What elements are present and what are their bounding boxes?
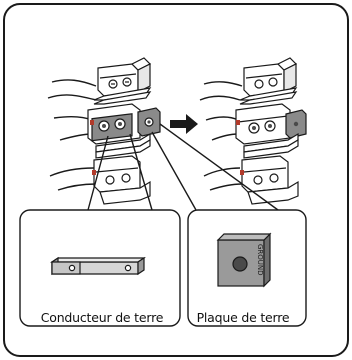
ground-conductor-part <box>50 256 146 276</box>
terminal-block-before <box>47 57 161 205</box>
terminal-block-after <box>199 57 307 205</box>
arrow-right-icon <box>170 114 198 134</box>
conductor-label: Conducteur de terre <box>40 310 164 325</box>
plate-label: Plaque de terre <box>196 310 290 325</box>
plate-engraving-text: GROUND <box>256 244 264 276</box>
ground-plate-part: GROUND <box>216 232 272 288</box>
